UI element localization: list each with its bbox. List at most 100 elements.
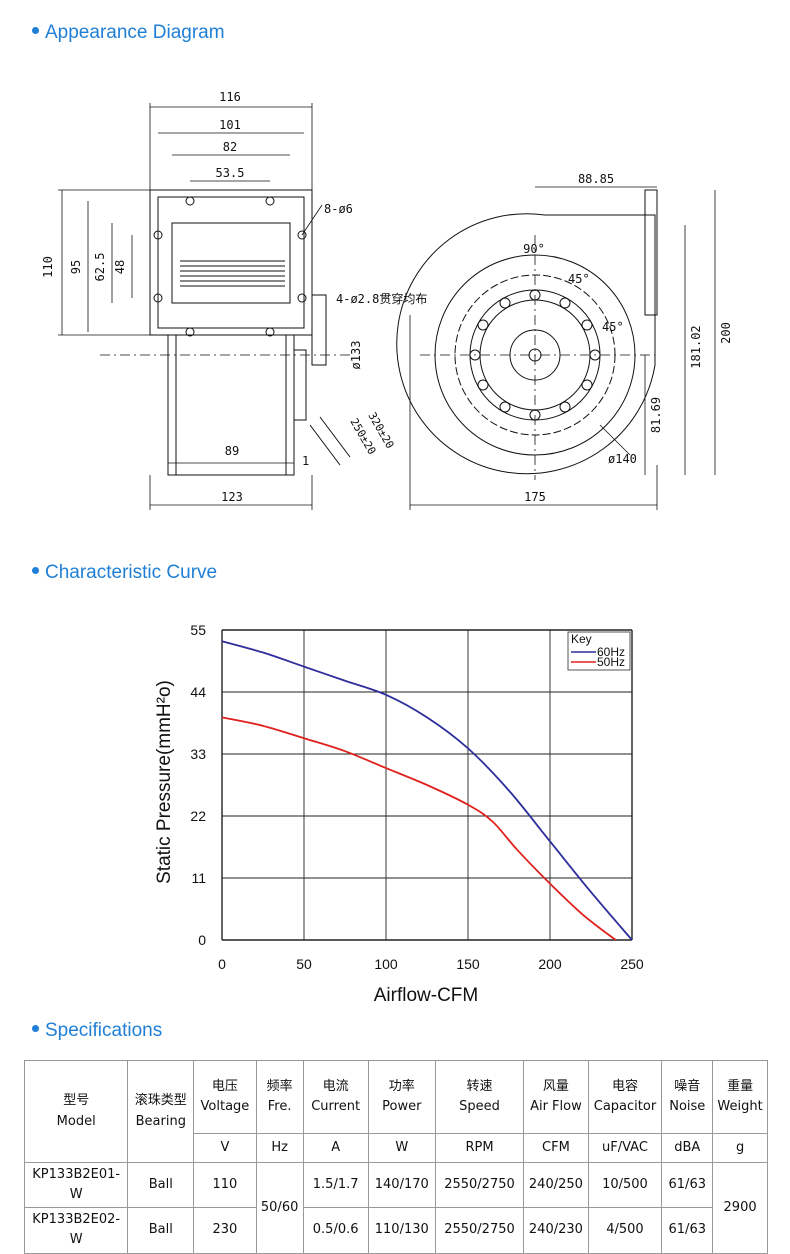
flange-inner — [157, 196, 305, 329]
dim-116: 116 — [219, 90, 241, 104]
unit-cell: Hz — [255, 1133, 304, 1163]
legend-entry: 50Hz — [597, 655, 625, 669]
speed-cell: 2550/2750 — [434, 1207, 525, 1254]
y-axis-label: Static Pressure(mmH²o) — [154, 680, 175, 884]
header-en: Weight — [717, 1099, 763, 1114]
unit-cell: dBA — [661, 1133, 714, 1163]
dim-48: 48 — [113, 260, 127, 274]
series-line-60hz — [221, 640, 633, 941]
model-cell: KP133B2E01-W — [23, 1161, 129, 1209]
dim-1: 1 — [302, 454, 309, 468]
unit-cell: W — [367, 1133, 436, 1163]
section-title-specs: Specifications — [32, 1020, 162, 1042]
header-en: Capacitor — [593, 1099, 657, 1114]
x-tick-label: 50 — [296, 956, 312, 972]
noise-cell: 61/63 — [661, 1161, 714, 1209]
side-dimension-lines — [409, 186, 716, 510]
noise-cell: 61/63 — [661, 1207, 714, 1254]
y-tick-label: 22 — [190, 808, 206, 824]
header-zh: 电压 — [211, 1078, 238, 1094]
header-zh: 风量 — [542, 1078, 569, 1094]
header-zh: 功率 — [388, 1078, 415, 1094]
dim-45-deg-b: 45° — [602, 320, 624, 334]
airflow-cell: 240/250 — [523, 1161, 589, 1209]
header-en: Power — [382, 1099, 422, 1114]
bullet-icon — [32, 27, 39, 35]
legend-entry: 60Hz — [597, 645, 625, 659]
frequency-cell: 50/60 — [255, 1162, 304, 1254]
speed-cell: 2550/2750 — [434, 1161, 525, 1209]
y-tick-label: 0 — [198, 932, 206, 948]
table-header-cell: 电压 Voltage — [193, 1060, 257, 1134]
scroll-housing — [396, 213, 656, 475]
unit-cell: V — [193, 1133, 257, 1163]
front-view: 116 101 82 53.5 110 95 62.5 48 8-ø6 4-ø2… — [41, 90, 427, 510]
dim-90-deg: 90° — [523, 242, 545, 256]
outlet-flange — [644, 189, 658, 316]
section-title-text: Characteristic Curve — [45, 562, 218, 583]
model-cell: KP133B2E02-W — [23, 1207, 129, 1254]
x-tick-label: 200 — [538, 956, 562, 972]
header-en: Model — [56, 1113, 96, 1129]
header-en: Current — [311, 1099, 361, 1114]
dim-81-69: 81.69 — [649, 397, 663, 433]
bearing-cell: Ball — [127, 1207, 195, 1254]
table-header-cell: 电容 Capacitor — [587, 1060, 663, 1134]
table-header-cell: 重量 Weight — [712, 1060, 768, 1134]
impeller-holes — [469, 289, 601, 421]
y-tick-label: 11 — [191, 870, 206, 886]
header-zh: 重量 — [727, 1078, 754, 1094]
x-tick-label: 150 — [456, 956, 480, 972]
unit-cell: RPM — [434, 1133, 525, 1163]
header-en: Bearing — [135, 1113, 186, 1129]
current-cell: 0.5/0.6 — [302, 1207, 369, 1254]
section-title-appearance: Appearance Diagram — [32, 22, 225, 44]
unit-cell: A — [302, 1133, 369, 1163]
power-cell: 110/130 — [367, 1207, 436, 1254]
power-cell: 140/170 — [367, 1161, 436, 1209]
series-line-50hz — [221, 716, 617, 941]
header-zh: 转速 — [466, 1078, 493, 1094]
bullet-icon — [32, 567, 39, 575]
dim-181-02: 181.02 — [689, 325, 703, 368]
dimension-lines — [58, 103, 323, 510]
unit-cell: g — [712, 1133, 768, 1163]
appearance-diagram: 116 101 82 53.5 110 95 62.5 48 8-ø6 4-ø2… — [41, 90, 733, 510]
voltage-cell: 230 — [193, 1207, 257, 1254]
y-tick-label: 44 — [190, 684, 206, 700]
x-tick-label: 100 — [374, 956, 398, 972]
capacitor-cell: 10/500 — [587, 1161, 663, 1209]
flange-plate — [149, 189, 313, 336]
dim-200: 200 — [719, 322, 733, 344]
unit-cell: uF/VAC — [587, 1133, 663, 1163]
dim-holes: 8-ø6 — [324, 202, 353, 216]
header-zh: 电流 — [322, 1078, 349, 1094]
dim-82: 82 — [223, 140, 237, 154]
side-view: 88.85 90° 45° 45° 200 181.02 81.69 ø140 … — [396, 172, 733, 510]
dim-88-85: 88.85 — [578, 172, 614, 186]
dim-95: 95 — [69, 260, 83, 274]
section-title-text: Specifications — [45, 1020, 163, 1041]
header-zh: 噪音 — [674, 1078, 701, 1094]
header-en: Voltage — [200, 1099, 250, 1114]
dim-110: 110 — [41, 256, 55, 278]
legend-title: Key — [571, 632, 592, 646]
header-en: Noise — [669, 1099, 706, 1114]
dim-d133: ø133 — [349, 341, 363, 370]
header-zh: 电容 — [611, 1078, 638, 1094]
section-title-curve: Characteristic Curve — [32, 562, 217, 584]
current-cell: 1.5/1.7 — [302, 1161, 369, 1209]
y-tick-label: 55 — [190, 622, 206, 638]
dim-53-5: 53.5 — [216, 166, 245, 180]
bearing-cell: Ball — [127, 1161, 195, 1209]
weight-cell: 2900 — [712, 1162, 768, 1254]
unit-cell: CFM — [523, 1133, 589, 1163]
dim-screw: 4-ø2.8贯穿均布 — [336, 291, 427, 306]
airflow-cell: 240/230 — [523, 1207, 589, 1254]
